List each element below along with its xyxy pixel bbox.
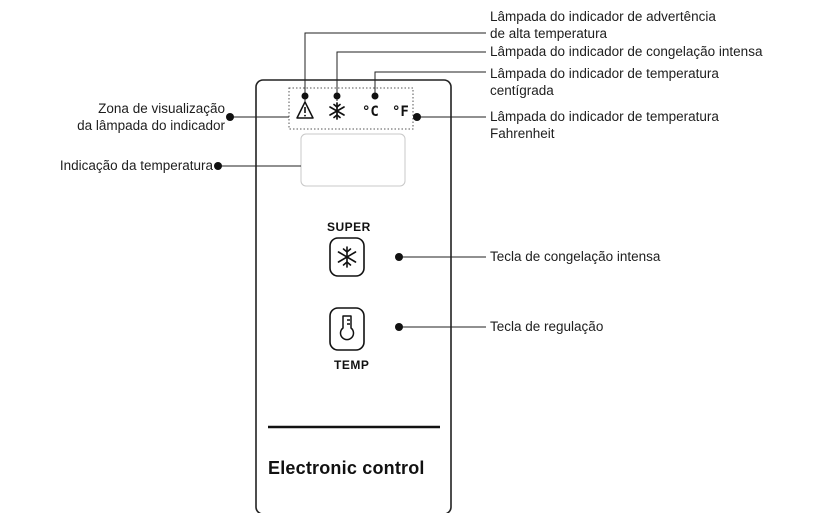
- callout-temp-indication: Indicação da temperatura: [59, 158, 213, 173]
- snowflake-icon: [337, 246, 357, 268]
- temp-adjust-button[interactable]: [329, 307, 365, 351]
- callout-high-temp-warning: Lâmpada do indicador de advertência de a…: [490, 9, 716, 41]
- fahrenheit-symbol: °F: [392, 104, 409, 120]
- callout-indicator-zone: Zona de visualização da lâmpada do indic…: [77, 101, 225, 133]
- callout-super-freeze-lamp: Lâmpada do indicador de congelação inten…: [490, 44, 763, 59]
- leader-lines: [218, 32, 486, 328]
- super-label: SUPER: [327, 220, 371, 234]
- leader-dots: [214, 92, 421, 331]
- snowflake-lamp-icon: [329, 102, 345, 120]
- panel-title: Electronic control: [268, 458, 425, 478]
- super-freeze-button[interactable]: [329, 237, 365, 277]
- celsius-symbol: °C: [362, 104, 379, 120]
- indicator-zone: [288, 87, 414, 130]
- callout-super-freeze-key: Tecla de congelação intensa: [490, 249, 661, 264]
- callout-fahrenheit-lamp: Lâmpada do indicador de temperatura Fahr…: [490, 109, 719, 141]
- callout-adjust-key: Tecla de regulação: [490, 319, 604, 334]
- temperature-display: [300, 133, 406, 187]
- thermometer-icon: [339, 315, 355, 341]
- temp-label: TEMP: [334, 358, 370, 372]
- callout-celsius-lamp: Lâmpada do indicador de temperatura cent…: [490, 66, 719, 98]
- control-panel: [255, 79, 452, 513]
- warning-triangle-icon: [296, 101, 314, 119]
